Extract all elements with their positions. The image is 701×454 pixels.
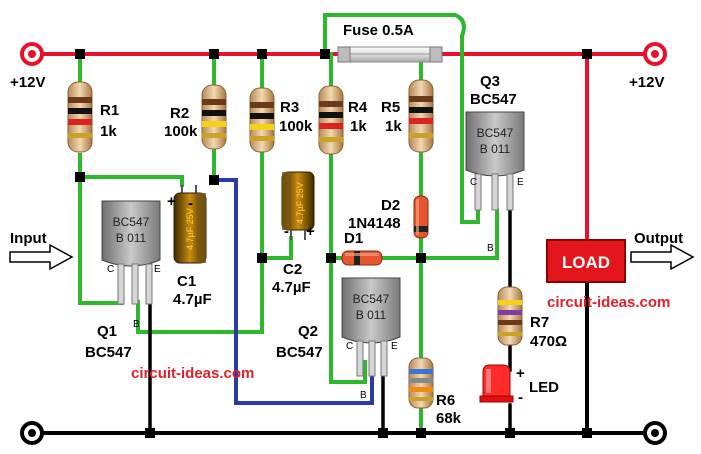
r4-name: R4 xyxy=(348,99,368,116)
q1-name: Q1 xyxy=(97,323,117,340)
q1-pin-b: B xyxy=(133,319,140,330)
d2-value: 1N4148 xyxy=(348,215,401,232)
terminal-positive-left xyxy=(20,42,44,66)
q3-type: BC547 xyxy=(470,91,517,108)
c1-value: 4.7µF xyxy=(173,291,212,308)
fuse-bypass-wire xyxy=(323,13,480,224)
led-label: LED xyxy=(529,379,559,396)
terminal-ground-left xyxy=(20,421,44,445)
wires xyxy=(30,13,657,435)
q1-marking-2: B 011 xyxy=(116,231,147,245)
c2-value: 4.7µF xyxy=(272,279,311,296)
q1-pin-c: C xyxy=(107,264,114,275)
q2-marking-1: BC547 xyxy=(353,292,390,306)
led-minus-mark: - xyxy=(518,389,523,406)
r2-value: 100k xyxy=(164,123,198,140)
led xyxy=(479,364,514,403)
q3-marking-1: BC547 xyxy=(477,126,514,140)
terminal-positive-right xyxy=(643,42,667,66)
q2-name: Q2 xyxy=(298,323,318,340)
diode-d1 xyxy=(341,250,383,266)
resistor-r5 xyxy=(408,79,434,153)
output-label: Output xyxy=(634,230,683,247)
capacitor-c1: 4.7µF 25V xyxy=(173,185,207,264)
r3-value: 100k xyxy=(279,118,313,135)
diode-d2 xyxy=(413,195,429,239)
terminal-ground-right xyxy=(643,421,667,445)
r1-value: 1k xyxy=(100,123,117,140)
fuse xyxy=(337,46,443,63)
load-label: LOAD xyxy=(562,253,610,272)
c2-plus-mark: + xyxy=(306,223,315,240)
r7-name: R7 xyxy=(530,314,549,331)
c2-body-text: 4.7µF 25V xyxy=(295,182,305,224)
c1-q2-wire xyxy=(212,178,374,405)
r5-value: 1k xyxy=(385,118,402,135)
transistor-q1: BC547 B 011 C E B xyxy=(101,200,161,330)
supply-right-label: +12V xyxy=(629,74,664,91)
r7-value: 470Ω xyxy=(530,333,567,350)
r1-name: R1 xyxy=(100,102,119,119)
watermark-left: circuit-ideas.com xyxy=(131,365,254,382)
d1-name: D1 xyxy=(344,230,363,247)
c1-body-text: 4.7µF 25V xyxy=(185,208,195,250)
resistor-r3 xyxy=(249,87,275,153)
c1-name: C1 xyxy=(177,273,196,290)
input-arrow-icon xyxy=(9,243,74,271)
q3-pin-c: C xyxy=(470,177,477,188)
transistor-q3: BC547 B 011 C E B xyxy=(465,111,525,254)
resistor-r2 xyxy=(201,84,227,150)
resistor-r7 xyxy=(497,286,523,346)
q2-marking-2: B 011 xyxy=(356,308,387,322)
r3-name: R3 xyxy=(280,99,299,116)
c1-plus-mark: + xyxy=(167,193,176,210)
resistor-r6 xyxy=(408,357,434,409)
input-label: Input xyxy=(10,230,47,247)
r5-name: R5 xyxy=(381,99,400,116)
r1-c1-wire xyxy=(78,175,184,187)
d2-name: D2 xyxy=(381,197,400,214)
watermark-right: circuit-ideas.com xyxy=(547,294,670,311)
q2-type: BC547 xyxy=(276,344,323,361)
q2-pin-b: B xyxy=(360,390,367,401)
load-box: LOAD xyxy=(546,239,626,283)
q1-type: BC547 xyxy=(85,344,132,361)
r6-name: R6 xyxy=(436,392,455,409)
q2-pin-e: E xyxy=(391,341,398,352)
r6-value: 68k xyxy=(436,410,462,427)
supply-left-label: +12V xyxy=(10,74,45,91)
c2-minus-mark: - xyxy=(284,223,289,240)
r2-name: R2 xyxy=(170,105,189,122)
r4-wire xyxy=(329,52,367,384)
led-plus-mark: + xyxy=(516,365,525,382)
r4-value: 1k xyxy=(350,118,367,135)
transistor-q2: BC547 B 011 C E B xyxy=(341,277,401,401)
q3-pin-e: E xyxy=(517,177,524,188)
q3-pin-b: B xyxy=(487,243,494,254)
capacitor-c2: 4.7µF 25V xyxy=(281,171,315,240)
r3-wire xyxy=(136,52,264,334)
q1-pin-e: E xyxy=(154,264,161,275)
output-arrow-icon xyxy=(630,243,695,271)
q3-name: Q3 xyxy=(480,73,500,90)
q3-marking-2: B 011 xyxy=(480,142,511,156)
resistor-r1 xyxy=(67,81,93,153)
c2-node-wire xyxy=(260,236,293,260)
q1-marking-1: BC547 xyxy=(113,215,150,229)
fuse-label: Fuse 0.5A xyxy=(343,22,414,39)
c2-name: C2 xyxy=(283,261,302,278)
q2-pin-c: C xyxy=(346,341,353,352)
c1-minus-mark: - xyxy=(188,195,193,212)
resistor-r4 xyxy=(318,85,344,155)
